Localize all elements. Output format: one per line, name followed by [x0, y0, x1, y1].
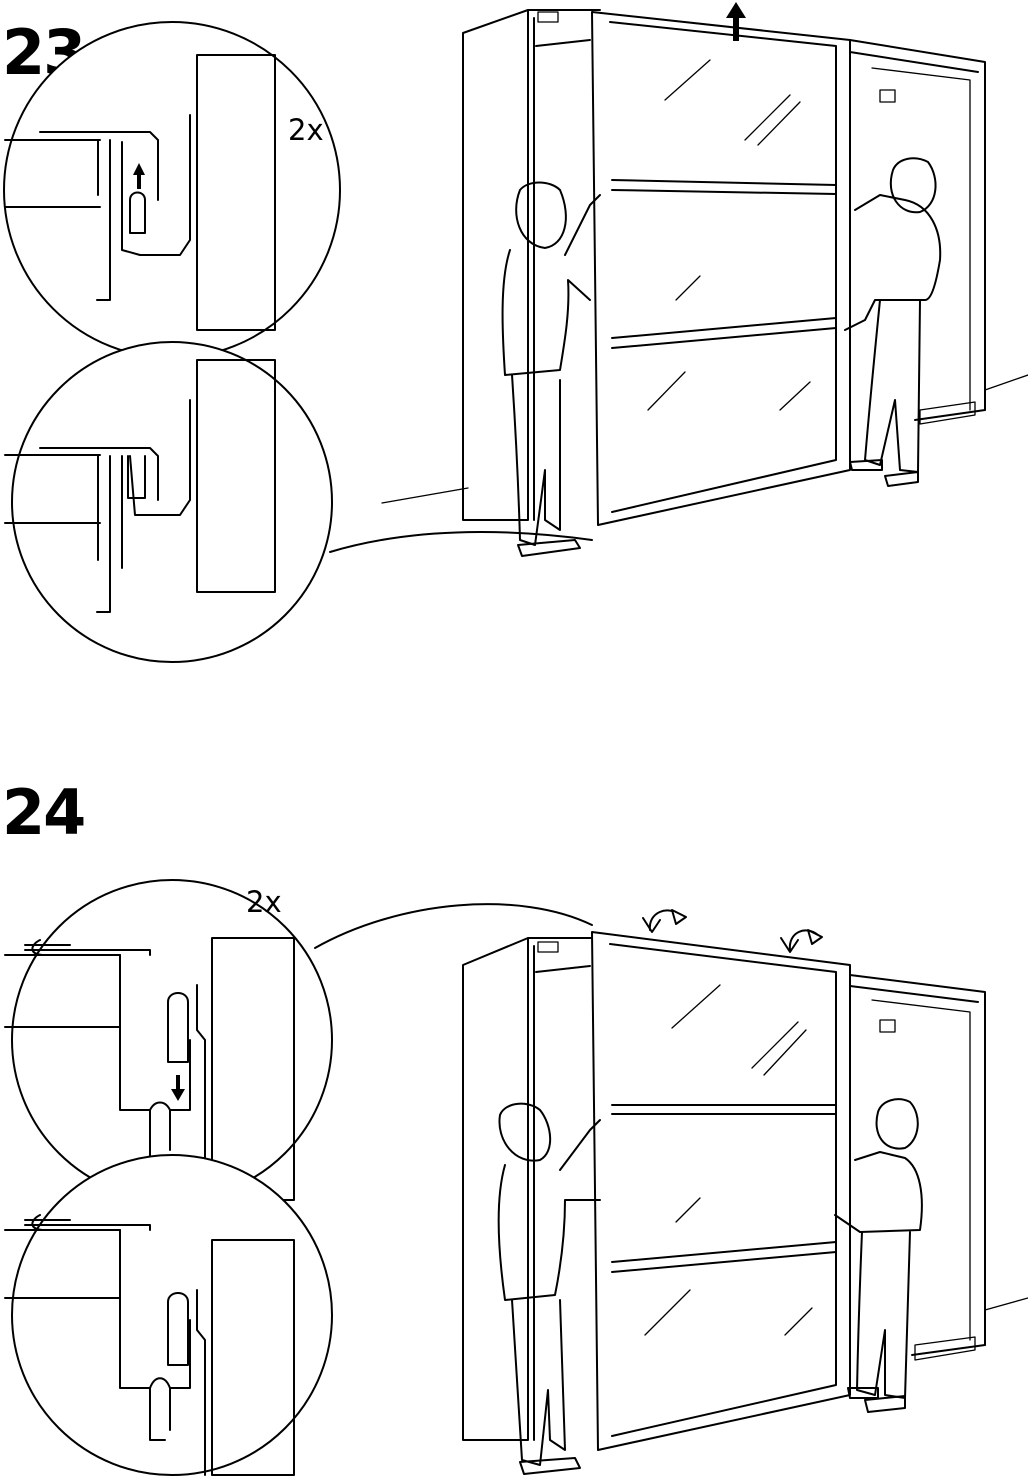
- step-24-illustration: 2x: [5, 880, 1028, 1475]
- person-figure: [503, 183, 600, 557]
- quantity-label: 2x: [288, 113, 324, 147]
- floor-line: [985, 375, 1028, 390]
- person-figure: [499, 1104, 600, 1474]
- person-figure: [845, 158, 940, 486]
- floor-line: [985, 1298, 1028, 1310]
- sliding-door: [592, 12, 850, 525]
- detail-callout-bottom: [5, 342, 332, 662]
- sliding-door: [592, 932, 850, 1450]
- step-23-illustration: 2x: [4, 2, 1028, 662]
- detail-callout-top: [4, 22, 340, 358]
- detail-callout-top: [5, 880, 332, 1200]
- floor-line: [382, 488, 468, 503]
- rotate-arrow-icon: [643, 910, 686, 932]
- rotate-arrow-icon: [781, 930, 822, 952]
- detail-callout-bottom: [5, 1155, 332, 1475]
- quantity-label: 2x: [246, 885, 282, 919]
